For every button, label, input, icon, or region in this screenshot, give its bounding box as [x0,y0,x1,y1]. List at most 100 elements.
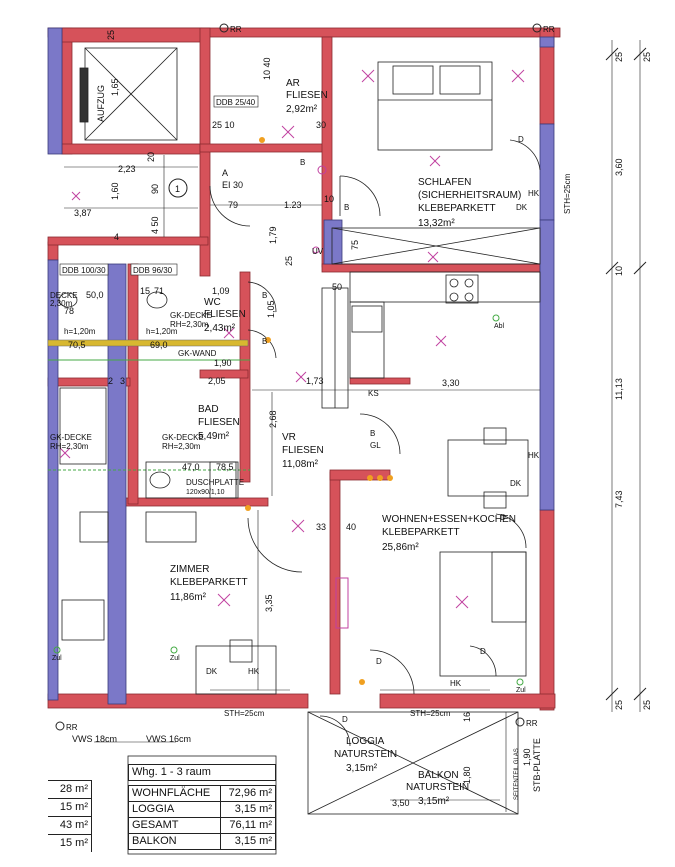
summary-label-2: GESAMT [127,817,222,834]
vws-18: VWS 18cm [72,734,117,744]
loggia-floor: NATURSTEIN [334,749,397,760]
door-a: A [222,168,228,178]
neighbor-area-3: 43 m² [48,816,92,835]
ar-floor: FLIESEN [286,90,328,101]
vr-name: VR [282,432,296,443]
dim-690: 69,0 [150,340,168,350]
rh-1: RH=2,30m [170,320,209,329]
neighbor-area-table: 28 m² 15 m² 43 m² 15 m² [48,780,92,852]
neighbor-strip [47,339,250,471]
wc-name: WC [204,297,221,308]
dim-160: 1,60 [110,182,120,200]
gk-decke-2: GK-DECKE [162,433,204,442]
gl-label: GL [370,441,381,450]
gk-wand: GK-WAND [178,349,217,358]
dim-25: 25 [106,30,116,40]
d-1: D [518,135,524,144]
schlafen-name: SCHLAFEN [418,177,471,188]
hk-2: HK [528,451,540,460]
zul-2: Zul [516,687,526,694]
b-5: B [370,429,375,438]
ddb-100-30: DDB 100/30 [62,266,106,275]
neighbor-area-1: 28 m² [48,780,92,799]
summary-value-1: 3,15 m² [220,801,276,818]
schlafen-sub: (SICHERHEITSRAUM) [418,190,521,201]
rr-4: RR [526,719,538,728]
dim-500: 50,0 [86,290,104,300]
interior-lines [58,47,541,855]
dim-r1113: 11,13 [614,378,624,400]
stb-platte: STB-PLATTE [532,738,542,792]
misc-labels: AUFZUG DDB 25/40 DDB 100/30 DDB 96/30 A … [50,25,572,800]
b-1: B [300,158,305,167]
loggia-name: LOGGIA [346,736,385,747]
summary-label-3: BALKON [127,833,222,850]
dim-20: 20 [146,152,156,162]
dim-180: 1,80 [462,766,472,784]
dim-75: 75 [350,240,360,250]
dim-165: 1,65 [110,78,120,96]
zimmer-floor: KLEBEPARKETT [170,577,248,588]
dim-25-10: 25 10 [212,120,235,130]
dim-90: 90 [150,184,160,194]
ddb-96-30: DDB 96/30 [133,266,173,275]
dim-50: 50 [332,282,342,292]
dim-387: 3,87 [74,208,92,218]
summary-label-0: WOHNFLÄCHE [127,785,222,802]
dim-79: 79 [228,200,238,210]
dim-705: 70,5 [68,340,86,350]
dim-223: 2,23 [118,164,136,174]
dim-r25c: 25 [614,700,624,710]
d-2: D [500,513,506,522]
hk-1: HK [528,189,540,198]
dim-123: 1.23 [284,200,302,210]
outer-walls [47,27,555,705]
dimension-texts: 25 1,65 10 40 25 10 30 2,23 20 90 1,60 3… [64,30,652,808]
summary-value-2: 76,11 m² [220,817,276,834]
dim-350: 3,50 [392,798,410,808]
rh-2: RH=2,30m [162,442,201,451]
circle-1-label: 1 [175,184,180,194]
aufzug-label: AUFZUG [96,85,106,122]
wc-area: 2,43m² [204,323,236,334]
summary-title: Whg. 1 - 3 raum [128,764,276,781]
ar-name: AR [286,78,300,89]
decke-label: DECKE [50,291,78,300]
room-labels: AR FLIESEN 2,92m² SCHLAFEN (SICHERHEITSR… [170,78,521,807]
dim-r743: 7,43 [614,490,624,508]
seitenteil-glas: SEITENTEIL GLAS [514,748,520,800]
dim-1040: 10 40 [262,57,272,80]
dim-470: 47,0 [182,462,200,472]
h120-a: h=1,20m [146,327,178,336]
rr-3: RR [66,723,78,732]
dim-785: 78,5 [216,462,234,472]
bad-area: 5,49m² [198,431,230,442]
dim-268: 2,68 [268,410,278,428]
sth-3: STH=25cm [563,173,572,214]
dim-r25a: 25 [614,52,624,62]
dimension-ticks [605,47,647,701]
h120-b: h=1,20m [64,327,96,336]
dk-1: DK [516,203,528,212]
schlafen-area: 13,32m² [418,218,455,229]
zul-1: Zul [170,655,180,662]
dim-2: 2 [108,376,113,386]
dim-10a: 10 [324,194,334,204]
wohnen-name: WOHNEN+ESSEN+KOCHEN [382,514,516,525]
zimmer-area: 11,86m² [170,592,207,603]
dim-r25d: 25 [642,700,652,710]
wohnen-floor: KLEBEPARKETT [382,527,460,538]
b-4: B [262,337,267,346]
d-4: D [376,657,382,666]
rr-1: RR [230,25,242,34]
ks-label: KS [368,389,379,398]
bad-floor: FLIESEN [198,417,240,428]
sth-1: STH=25cm [224,709,265,718]
ddb-25-40: DDB 25/40 [216,98,256,107]
rr-2: RR [543,25,555,34]
dim-109: 1,09 [212,286,230,296]
vr-floor: FLIESEN [282,445,324,456]
hk-3: HK [450,679,462,688]
